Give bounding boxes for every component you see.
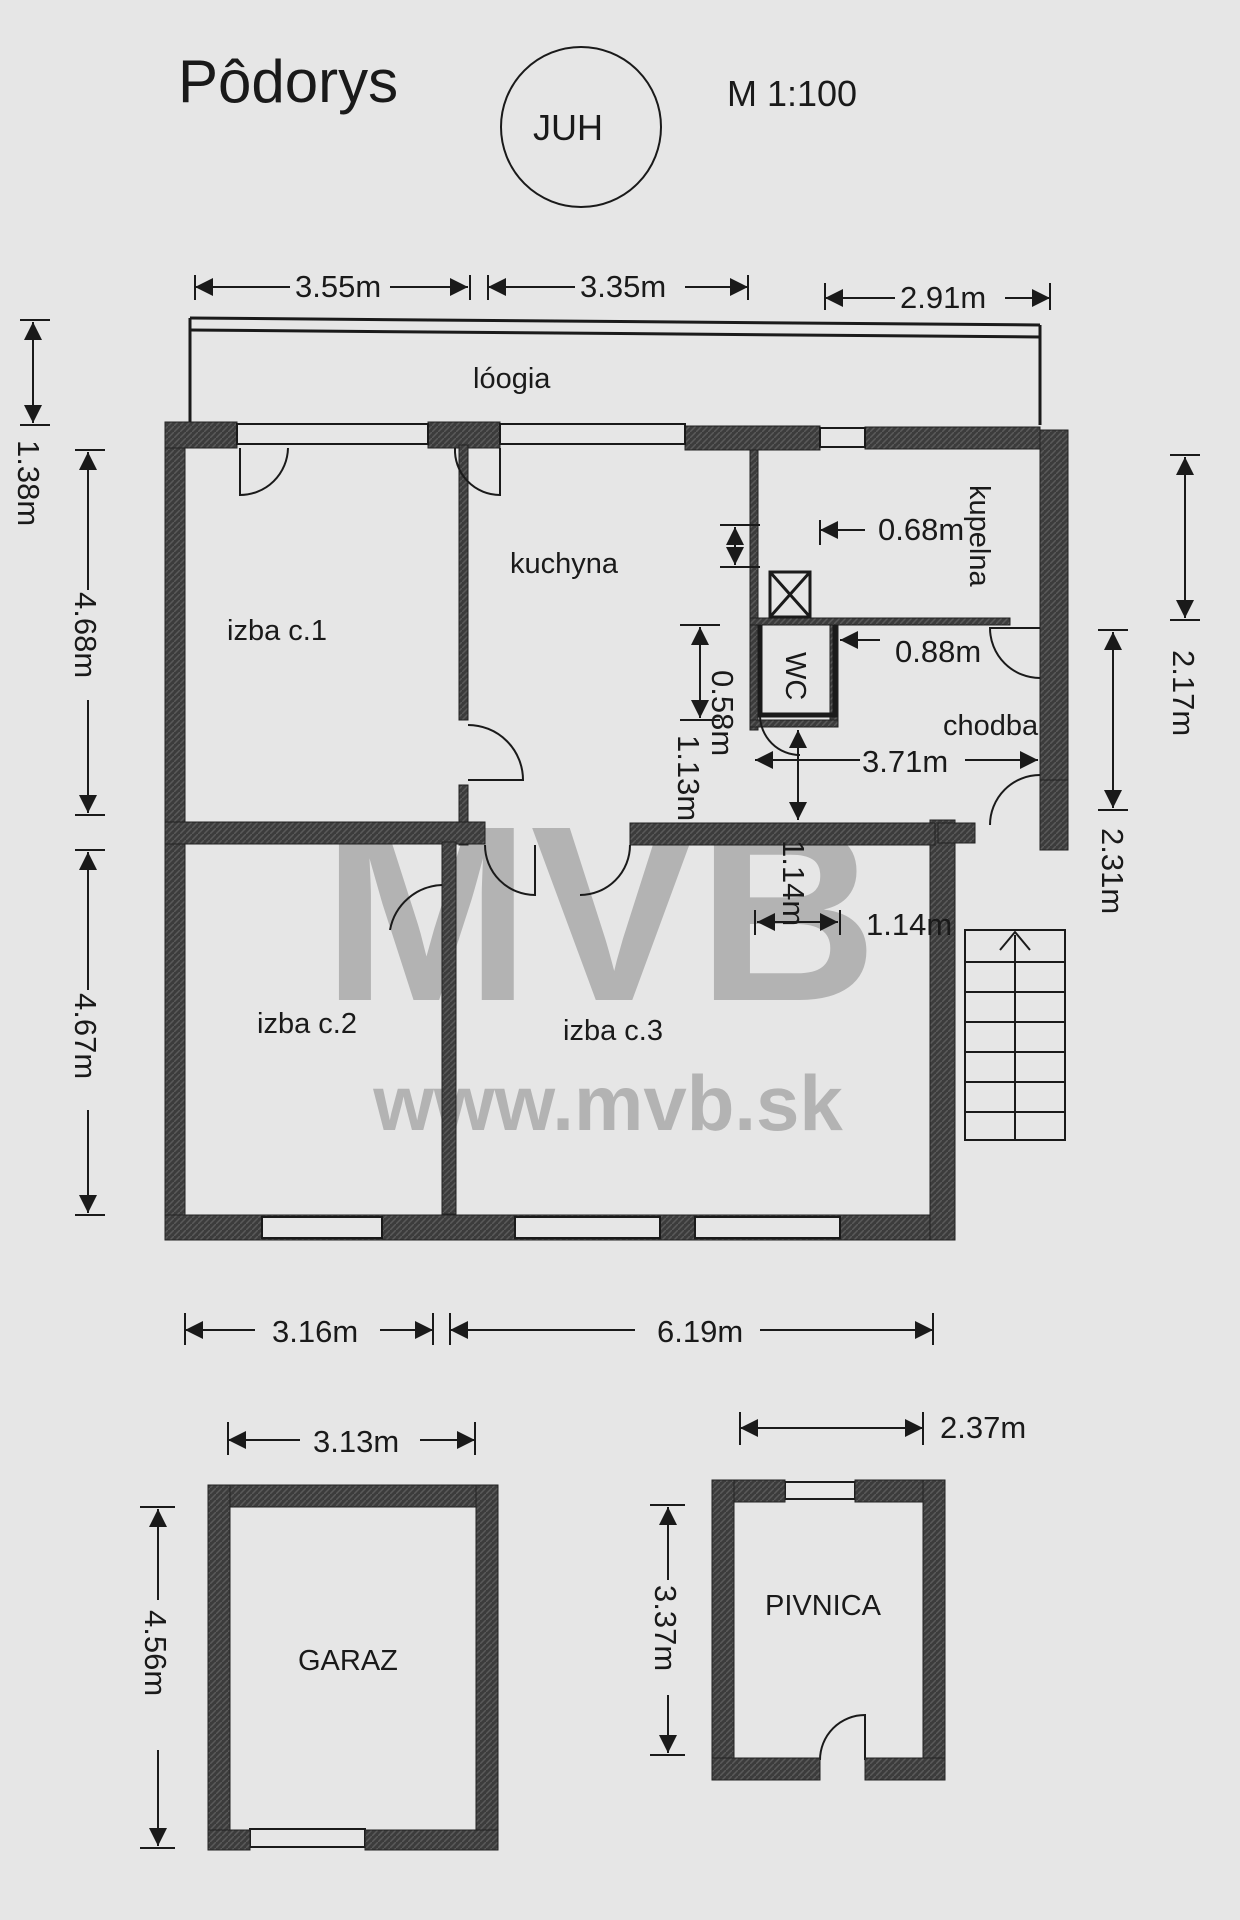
room-label-wc: WC bbox=[779, 652, 811, 700]
dim-room1-height: 4.68m bbox=[68, 592, 103, 678]
dim-bath-height: 2.17m bbox=[1166, 650, 1201, 736]
cellar-walls bbox=[711, 1479, 946, 1781]
dim-hall-height: 2.31m bbox=[1095, 828, 1130, 914]
dim-bath-width: 0.68m bbox=[878, 512, 964, 547]
room-label-cellar: PIVNICA bbox=[765, 1590, 882, 1622]
dim-hall-length: 3.71m bbox=[862, 744, 948, 779]
orientation-label: JUH bbox=[533, 107, 603, 148]
scale-label: M 1:100 bbox=[727, 73, 857, 114]
dim-wc-width: 0.88m bbox=[895, 634, 981, 669]
room-label-room1: izba c.1 bbox=[227, 615, 327, 647]
dim-wc-depth: 0.58m bbox=[705, 670, 740, 756]
dim-bottom-left: 3.16m bbox=[272, 1314, 358, 1349]
stairs bbox=[964, 929, 1066, 1141]
room-label-bathroom: kupelna bbox=[963, 485, 995, 587]
vent-shaft bbox=[768, 570, 812, 619]
loggia-outline bbox=[188, 316, 1042, 425]
room-label-loggia: lóogia bbox=[473, 363, 551, 395]
room-label-kitchen: kuchyna bbox=[510, 548, 619, 580]
dim-garage-width: 3.13m bbox=[313, 1424, 399, 1459]
garage-walls bbox=[207, 1484, 499, 1851]
room-label-room3: izba c.3 bbox=[563, 1015, 663, 1047]
dim-cellar-depth: 3.37m bbox=[648, 1585, 683, 1671]
compass-circle: JUH bbox=[500, 46, 662, 208]
windows bbox=[236, 423, 866, 1848]
dim-kitchen-gap: 1.13m bbox=[671, 735, 706, 821]
dimension-lines bbox=[20, 275, 1200, 1849]
dim-top-middle: 3.35m bbox=[580, 269, 666, 304]
dimension-labels: 3.55m 3.35m 2.91m 1.38m 4.68m 4.67m 0.68… bbox=[11, 269, 1201, 1696]
dim-garage-depth: 4.56m bbox=[138, 1610, 173, 1696]
dim-hall-width-vertical: 1.14m bbox=[776, 840, 811, 926]
dim-top-left: 3.55m bbox=[295, 269, 381, 304]
plan-title: Pôdorys bbox=[178, 48, 398, 115]
dim-loggia-depth: 1.38m bbox=[11, 440, 46, 526]
dim-room2-height: 4.67m bbox=[68, 993, 103, 1079]
dim-bottom-right: 6.19m bbox=[657, 1314, 743, 1349]
room-label-garage: GARAZ bbox=[298, 1645, 398, 1677]
room-label-room2: izba c.2 bbox=[257, 1008, 357, 1040]
wc-walls bbox=[757, 625, 838, 718]
dim-cellar-width: 2.37m bbox=[940, 1410, 1026, 1445]
room-label-hall: chodba bbox=[943, 710, 1039, 742]
door-swings bbox=[239, 447, 1041, 1761]
dim-top-right: 2.91m bbox=[900, 280, 986, 315]
dim-hall-width-horizontal: 1.14m bbox=[866, 907, 952, 942]
